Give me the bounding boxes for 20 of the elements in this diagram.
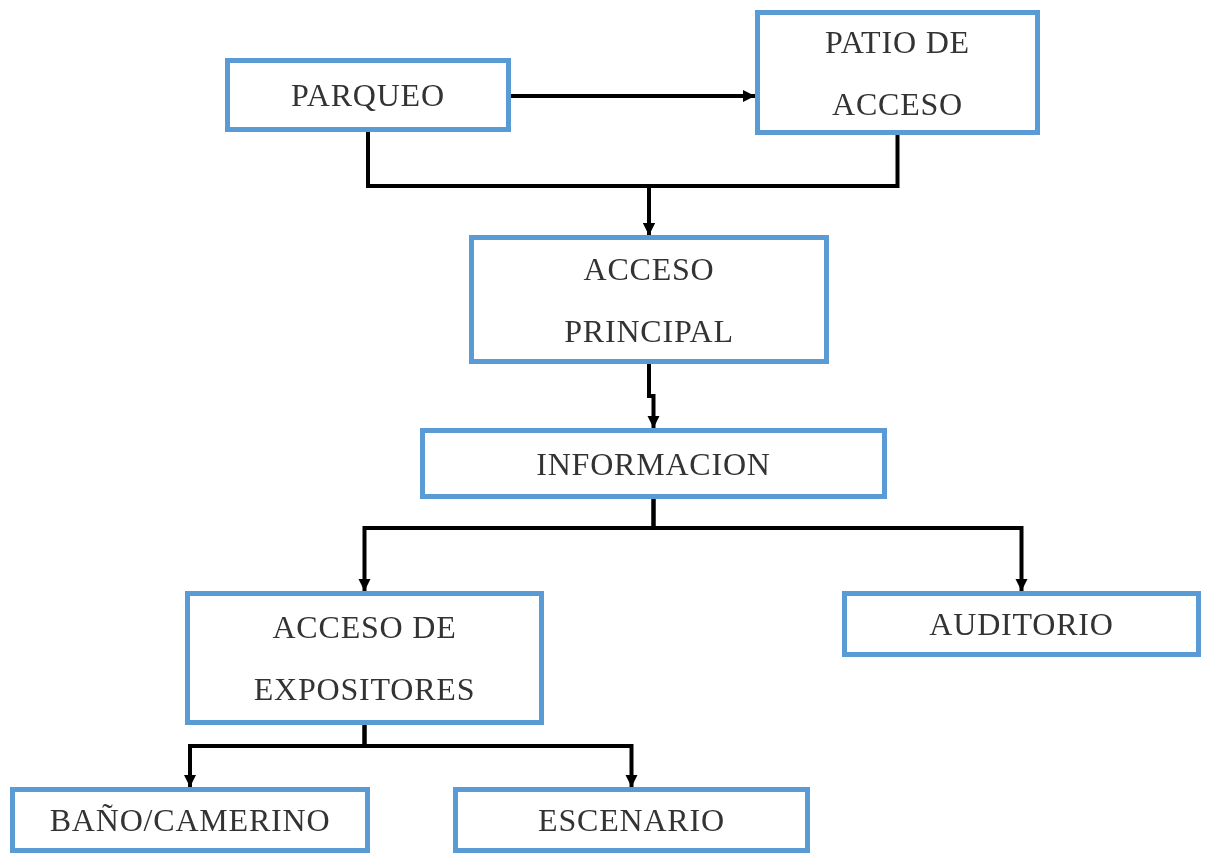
box-label: ACCESO PRINCIPAL: [563, 249, 735, 351]
process-box: [185, 591, 544, 725]
box-label: BAÑO/CAMERINO: [49, 801, 331, 840]
process-box: [420, 428, 887, 499]
arrow: [362, 725, 638, 787]
process-box: [453, 787, 810, 853]
process-box: [469, 235, 829, 364]
box-label: ACCESO DE EXPOSITORES: [252, 608, 477, 709]
box-label: PARQUEO: [291, 76, 445, 115]
process-box: [842, 591, 1201, 657]
arrow: [647, 364, 660, 428]
box-label: AUDITORIO: [929, 605, 1114, 644]
box-label: PATIO DE ACCESO: [824, 22, 971, 124]
box-label: INFORMACION: [536, 444, 771, 484]
arrow: [651, 499, 1028, 591]
arrow: [511, 90, 755, 102]
process-box: [755, 10, 1040, 135]
process-box: [225, 58, 511, 132]
process-box: [10, 787, 370, 853]
box-label: ESCENARIO: [538, 801, 725, 840]
